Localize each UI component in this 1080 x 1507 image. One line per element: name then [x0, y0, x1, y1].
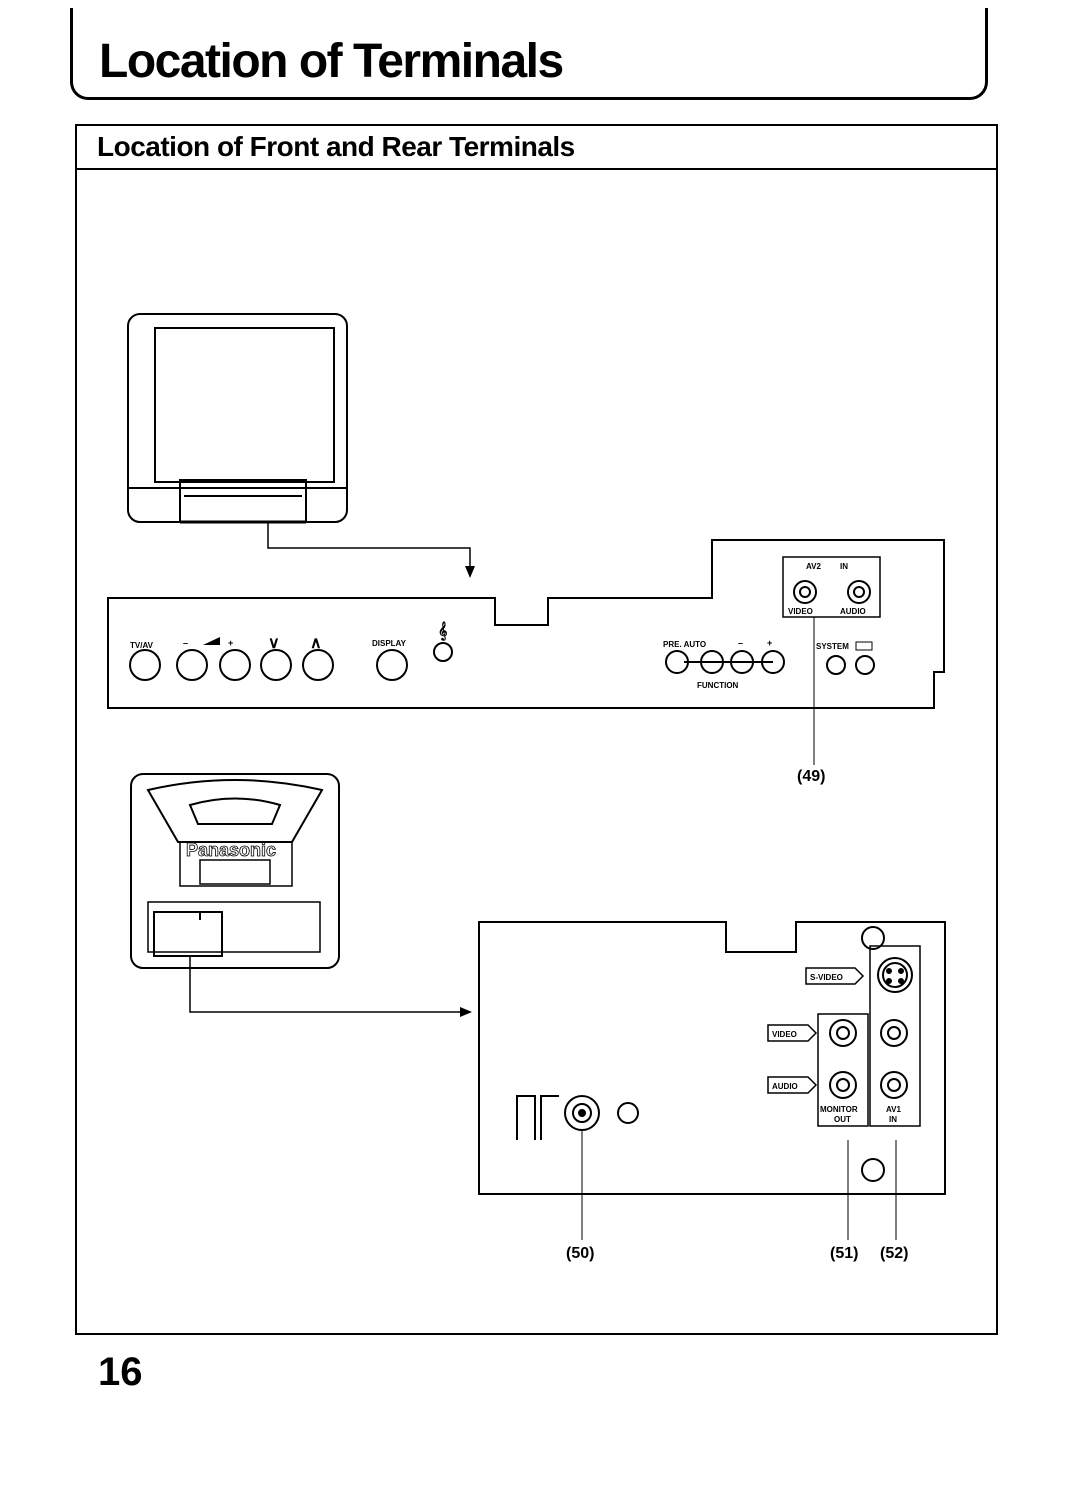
- av2-audio-jack: [847, 580, 871, 604]
- av1-video-jack: [880, 1019, 908, 1047]
- system-label: SYSTEM: [816, 642, 849, 651]
- monitor-video-jack: [829, 1019, 857, 1047]
- channel-down-label: ∨: [268, 635, 280, 652]
- callout-52: (52): [880, 1245, 908, 1262]
- volume-icon: [203, 637, 220, 645]
- video-label: VIDEO: [772, 1030, 797, 1039]
- av1-input-box: [869, 945, 921, 1127]
- function-minus-button: [730, 650, 754, 674]
- channel-up-label: ∧: [310, 635, 322, 652]
- audio-label: AUDIO: [772, 1082, 798, 1091]
- pre-auto-label: PRE. AUTO: [663, 640, 706, 649]
- function-minus-label: –: [738, 638, 743, 648]
- section-title: Location of Front and Rear Terminals: [97, 131, 575, 162]
- s-video-tag: [805, 967, 865, 985]
- volume-down-button: [176, 649, 208, 681]
- display-button: [376, 649, 408, 681]
- av2-video-jack: [793, 580, 817, 604]
- rear-arrow: [189, 956, 472, 1017]
- channel-down-button: [260, 649, 292, 681]
- av2-in-label: IN: [840, 562, 848, 571]
- monitor-out-label: OUT: [834, 1115, 851, 1124]
- section-header: Location of Front and Rear Terminals: [77, 126, 996, 170]
- rear-terminal-panel: [478, 921, 946, 1240]
- s-video-jack: [877, 957, 913, 993]
- sound-icon: 𝄞: [438, 621, 447, 642]
- volume-plus-label: +: [228, 638, 233, 648]
- av1-label: AV1: [886, 1105, 902, 1114]
- av2-label: AV2: [806, 562, 822, 571]
- page-title: Location of Terminals: [99, 35, 564, 88]
- sound-button: [433, 642, 453, 662]
- function-plus-label: +: [767, 638, 772, 648]
- front-arrow: [267, 522, 475, 578]
- monitor-out-box: [817, 1013, 869, 1127]
- av2-audio-label: AUDIO: [840, 607, 866, 616]
- monitor-audio-jack: [829, 1071, 857, 1099]
- section-frame: Location of Front and Rear Terminals: [75, 124, 998, 1335]
- audio-tag: [767, 1076, 818, 1094]
- volume-up-button: [219, 649, 251, 681]
- auto-button: [700, 650, 724, 674]
- brand-logo: Panasonic: [186, 840, 276, 860]
- system-button: [826, 655, 846, 675]
- video-tag: [767, 1024, 818, 1042]
- function-label: FUNCTION: [697, 681, 739, 690]
- monitor-label: MONITOR: [820, 1105, 858, 1114]
- tv-front-illustration: [127, 313, 348, 524]
- s-video-label: S-VIDEO: [810, 973, 843, 982]
- callout-49: (49): [797, 768, 825, 785]
- callout-51: (51): [830, 1245, 858, 1262]
- page-title-frame: Location of Terminals: [70, 8, 988, 100]
- volume-minus-label: –: [183, 638, 188, 648]
- display-label: DISPLAY: [372, 639, 407, 648]
- callout-50: (50): [566, 1245, 594, 1262]
- av1-audio-jack: [880, 1071, 908, 1099]
- pre-auto-button: [665, 650, 689, 674]
- page-number: 16: [98, 1350, 143, 1394]
- color-system-button: [855, 655, 875, 675]
- function-plus-button: [761, 650, 785, 674]
- front-control-panel: [107, 539, 945, 765]
- av2-video-label: VIDEO: [788, 607, 813, 616]
- channel-up-button: [302, 649, 334, 681]
- tv-rear-illustration: [130, 773, 340, 969]
- tv-av-label: TV/AV: [130, 641, 154, 650]
- av2-input-box: [782, 556, 881, 618]
- tv-av-button: [129, 649, 161, 681]
- av1-in-label: IN: [889, 1115, 897, 1124]
